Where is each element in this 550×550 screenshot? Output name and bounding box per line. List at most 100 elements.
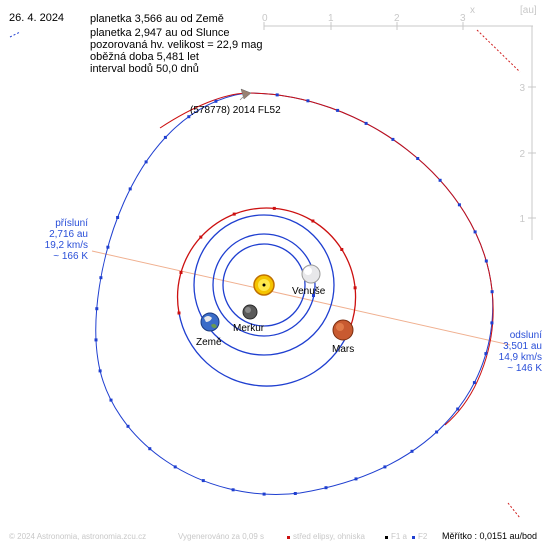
asteroid-orbit-point — [416, 157, 420, 160]
mars-orbit-point — [179, 271, 183, 274]
venus-label: Venuše — [292, 286, 326, 297]
side-x-axis-label: x — [470, 5, 475, 16]
mars-orbit-point — [177, 311, 181, 315]
side-x-tick-3: 3 — [460, 13, 466, 24]
earth-orbit — [193, 214, 335, 356]
asteroid-orbit-point — [163, 135, 167, 139]
side-orbit-bottom — [507, 502, 521, 519]
asteroid-orbit-point — [364, 121, 368, 125]
asteroid-orbit-point — [306, 99, 310, 103]
asteroid-label: (578778) 2014 FL52 — [190, 105, 281, 116]
mars-label: Mars — [332, 344, 354, 355]
aphelion-distance: 3,501 au — [503, 341, 542, 352]
perihelion-temp: ~ 166 K — [53, 251, 88, 262]
mars-orbit-point — [199, 235, 203, 239]
asteroid-orbit-points — [94, 91, 494, 496]
mercury-icon — [242, 304, 258, 320]
mars-orbit-point — [340, 248, 344, 251]
asteroid-orbit-point — [490, 290, 494, 294]
info-period: oběžná doba 5,481 let — [90, 51, 199, 63]
legend-f1-marker — [385, 536, 388, 539]
side-z-tick-3: 3 — [519, 83, 525, 94]
side-unit-label: [au] — [520, 5, 537, 16]
footer-legend-f2: F2 — [418, 532, 428, 541]
aphelion-title: odsluní — [509, 330, 542, 341]
asteroid-orbit-point — [148, 447, 152, 451]
side-orbit-top — [476, 29, 521, 73]
asteroid-orbit-point — [457, 203, 461, 207]
planet-orbits — [176, 207, 357, 387]
asteroid-marker — [239, 88, 252, 101]
asteroid-orbit-point — [438, 178, 442, 182]
asteroid-orbit-point — [126, 424, 130, 428]
footer-legend-f1: F1 a — [391, 532, 408, 541]
info-magnitude: pozorovaná hv. velikost = 22,9 mag — [90, 39, 263, 51]
side-x-tick-1: 1 — [328, 13, 334, 24]
perihelion-title: přísluní — [55, 218, 88, 229]
asteroid-orbit-point — [484, 259, 488, 263]
earth-icon — [200, 312, 220, 332]
asteroid-orbit-point — [383, 465, 387, 469]
asteroid-orbit-point — [128, 187, 132, 191]
asteroid-orbit-point — [214, 99, 218, 103]
asteroid-orbit-point — [173, 465, 177, 469]
apsis-line — [91, 250, 511, 346]
mars-orbit-point — [232, 212, 236, 216]
venus-point — [312, 294, 315, 297]
earth-label: Země — [196, 337, 222, 348]
asteroid-orbit-point — [99, 276, 103, 280]
legend-center-marker — [287, 536, 290, 539]
asteroid-orbit-point — [262, 492, 266, 496]
asteroid-orbit-point — [94, 338, 98, 342]
venus-orbit — [212, 233, 316, 337]
aphelion-speed: 14,9 km/s — [498, 352, 542, 363]
sun-icon — [253, 274, 275, 296]
asteroid-orbit-red — [159, 92, 494, 426]
asteroid-orbit-point — [98, 369, 102, 373]
asteroid-orbit-point — [456, 407, 460, 411]
mercury-label: Merkur — [233, 323, 265, 334]
asteroid-orbit-point — [293, 492, 297, 495]
info-distance-earth: planetka 3,566 au od Země — [90, 13, 224, 25]
scale-label: Měřítko : 0,0151 au/bod — [442, 531, 538, 541]
perihelion-speed: 19,2 km/s — [44, 240, 88, 251]
asteroid-orbit-point — [336, 108, 340, 112]
asteroid-orbit-point — [144, 160, 148, 164]
mars-orbit-points — [177, 206, 357, 315]
mars-orbit-point — [311, 219, 315, 223]
mars-icon — [332, 319, 354, 341]
side-x-tick-2: 2 — [394, 13, 400, 24]
mars-orbit-point — [272, 206, 276, 210]
mars-orbit-point — [353, 286, 357, 290]
asteroid-orbit-point — [472, 381, 476, 385]
asteroid-orbit-point — [201, 479, 205, 483]
asteroid-orbit-point — [484, 352, 488, 356]
mercury-orbit — [222, 243, 306, 327]
info-interval: interval bodů 50,0 dnů — [90, 63, 199, 75]
asteroid-orbit-point — [116, 216, 120, 219]
footer-copyright: © 2024 Astronomia, astronomia.zcu.cz — [9, 532, 147, 541]
asteroid-orbit-point — [473, 230, 477, 234]
side-x-tick-0: 0 — [262, 13, 268, 24]
side-z-tick-2: 2 — [519, 149, 525, 160]
side-orbit-left — [9, 31, 21, 38]
footer-generated: Vygenerováno za 0,09 s — [178, 532, 264, 541]
footer-legend-center: střed elipsy, ohniska — [293, 532, 365, 541]
date-label: 26. 4. 2024 — [9, 12, 65, 24]
aphelion-info: odsluní 3,501 au 14,9 km/s ~ 146 K — [492, 330, 542, 374]
info-distance-sun: planetka 2,947 au od Slunce — [90, 27, 230, 39]
perihelion-info: přísluní 2,716 au 19,2 km/s ~ 166 K — [40, 218, 88, 262]
asteroid-orbit-point — [324, 486, 328, 490]
legend-f2-marker — [412, 536, 415, 539]
perihelion-distance: 2,716 au — [49, 229, 88, 240]
asteroid-orbit-point — [410, 449, 414, 453]
mars-orbit-blue — [178, 312, 351, 387]
asteroid-orbit-point — [391, 137, 395, 141]
asteroid-orbit-point — [275, 93, 279, 97]
asteroid-orbit-point — [95, 307, 99, 311]
asteroid-orbit-point — [231, 488, 235, 492]
asteroid-orbit-point — [354, 477, 358, 481]
aphelion-temp: ~ 146 K — [507, 363, 542, 374]
asteroid-orbit-point — [435, 430, 439, 434]
